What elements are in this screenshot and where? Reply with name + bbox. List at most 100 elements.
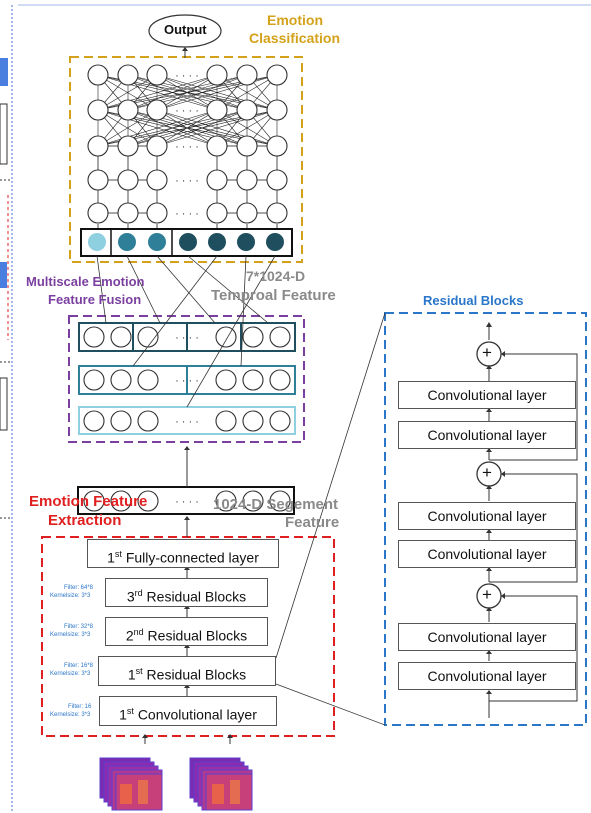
ellipsis-dots: · · · ·: [175, 416, 199, 428]
neuron-r4-2: [117, 169, 139, 191]
neuron-r3-2: [117, 135, 139, 157]
ellipsis-dots: · · · ·: [175, 105, 199, 117]
fusion-title-2: Feature Fusion: [48, 292, 142, 307]
fusion-neuron-r1-2: [110, 326, 132, 348]
spectrogram-stack-1: [99, 757, 163, 811]
extraction-title-2: Extraction: [48, 512, 122, 529]
neuron-r3-5: [236, 135, 258, 157]
output-label: Output: [164, 22, 207, 37]
neuron-r2-3: [146, 99, 168, 121]
neuron-r1-6: [266, 64, 288, 86]
segment-neuron-5: [242, 490, 264, 512]
left-edge-block-2: [0, 103, 8, 165]
segment-feature-label-2: Feature: [285, 514, 340, 531]
temporal-feature-bar: [80, 228, 293, 257]
neuron-r3-4: [206, 135, 228, 157]
neuron-r2-5: [236, 99, 258, 121]
ellipsis-dots: · · · ·: [175, 175, 199, 187]
neuron-r1-2: [117, 64, 139, 86]
fusion-neuron-r1-4: [215, 326, 237, 348]
spectrogram-stack-2: [189, 757, 253, 811]
residual-detail: [476, 322, 578, 718]
ellipsis-dots: · · · ·: [175, 375, 199, 387]
residual-conv-layer-3: Convolutional layer: [398, 502, 576, 530]
extraction-title-1: Emotion Feature: [29, 493, 148, 510]
feature-dot-2: [118, 233, 136, 251]
residual-conv-layer-4: Convolutional layer: [398, 540, 576, 568]
neuron-r1-4: [206, 64, 228, 86]
left-edge-block-1: [0, 58, 8, 86]
ellipsis-dots: · · · ·: [175, 332, 199, 344]
neuron-r4-4: [206, 169, 228, 191]
fusion-neuron-r3-2: [110, 410, 132, 432]
fusion-neuron-r3-4: [215, 410, 237, 432]
extraction-frame: [41, 536, 335, 737]
fusion-frame: [68, 315, 305, 443]
segment-neuron-2: [110, 490, 132, 512]
residual-blocks-3: 3rd Residual Blocks: [105, 578, 268, 607]
plus-sign-2: +: [482, 463, 492, 482]
segment-neuron-1: [83, 490, 105, 512]
neuron-r2-6: [266, 99, 288, 121]
neuron-r5-6: [266, 202, 288, 224]
neuron-r2-4: [206, 99, 228, 121]
residual-blocks-2: 2nd Residual Blocks: [105, 617, 268, 646]
feature-dot-6: [237, 233, 255, 251]
fusion-neuron-r1-1: [83, 326, 105, 348]
fusion-neuron-r1-5: [242, 326, 264, 348]
classification-title-1: Emotion: [267, 12, 323, 28]
neuron-r4-3: [146, 169, 168, 191]
convolutional-layer-1: 1st Convolutional layer: [99, 696, 277, 726]
neuron-r5-1: [87, 202, 109, 224]
left-edge-block-4: [0, 377, 8, 431]
neuron-r3-3: [146, 135, 168, 157]
segment-neuron-3: [137, 490, 159, 512]
ellipsis-dots: · · · ·: [175, 208, 199, 220]
neuron-r4-1: [87, 169, 109, 191]
neuron-r5-4: [206, 202, 228, 224]
neuron-r3-1: [87, 135, 109, 157]
plus-sign-3: +: [482, 585, 492, 604]
neuron-r2-2: [117, 99, 139, 121]
residual-blocks-1: 1st Residual Blocks: [98, 656, 276, 686]
neuron-r1-1: [87, 64, 109, 86]
fusion-title-1: Multiscale Emotion: [26, 274, 145, 289]
neuron-r5-3: [146, 202, 168, 224]
classification-frame: [69, 56, 303, 263]
fusion-neuron-r2-1: [83, 369, 105, 391]
fusion-neuron-r2-2: [110, 369, 132, 391]
residual-blocks-title: Residual Blocks: [423, 293, 524, 308]
fusion-neurons: · · · · · · · · · · · ·: [83, 326, 291, 432]
plus-sign-1: +: [482, 343, 492, 362]
neuron-r5-5: [236, 202, 258, 224]
segment-neuron-6: [269, 490, 291, 512]
ellipsis-dots: · · · ·: [175, 496, 199, 508]
temporal-feature-label-2: Temproal Feature: [211, 287, 336, 304]
fusion-neuron-r3-5: [242, 410, 264, 432]
residual-frame: [384, 312, 587, 726]
neuron-r5-2: [117, 202, 139, 224]
classification-neurons: · · · ·· · · ·· · · ·· · · ·· · · ·: [87, 64, 288, 229]
neuron-r1-5: [236, 64, 258, 86]
fusion-neuron-r3-3: [137, 410, 159, 432]
feature-dot-3: [148, 233, 166, 251]
segment-feature-bar: [77, 486, 295, 515]
fusion-neuron-r3-6: [269, 410, 291, 432]
feature-dot-7: [266, 233, 284, 251]
neuron-r1-3: [146, 64, 168, 86]
feature-dot-4: [179, 233, 197, 251]
feature-dot-1: [88, 233, 106, 251]
segment-feature-label-1: 1024-D Segement: [213, 496, 339, 513]
fusion-neuron-r2-4: [215, 369, 237, 391]
fusion-neuron-r1-6: [269, 326, 291, 348]
fusion-neuron-r2-3: [137, 369, 159, 391]
residual-conv-layer-2: Convolutional layer: [398, 421, 576, 449]
feature-dot-5: [208, 233, 226, 251]
segment-neuron-4: [215, 490, 237, 512]
fusion-neuron-r2-5: [242, 369, 264, 391]
